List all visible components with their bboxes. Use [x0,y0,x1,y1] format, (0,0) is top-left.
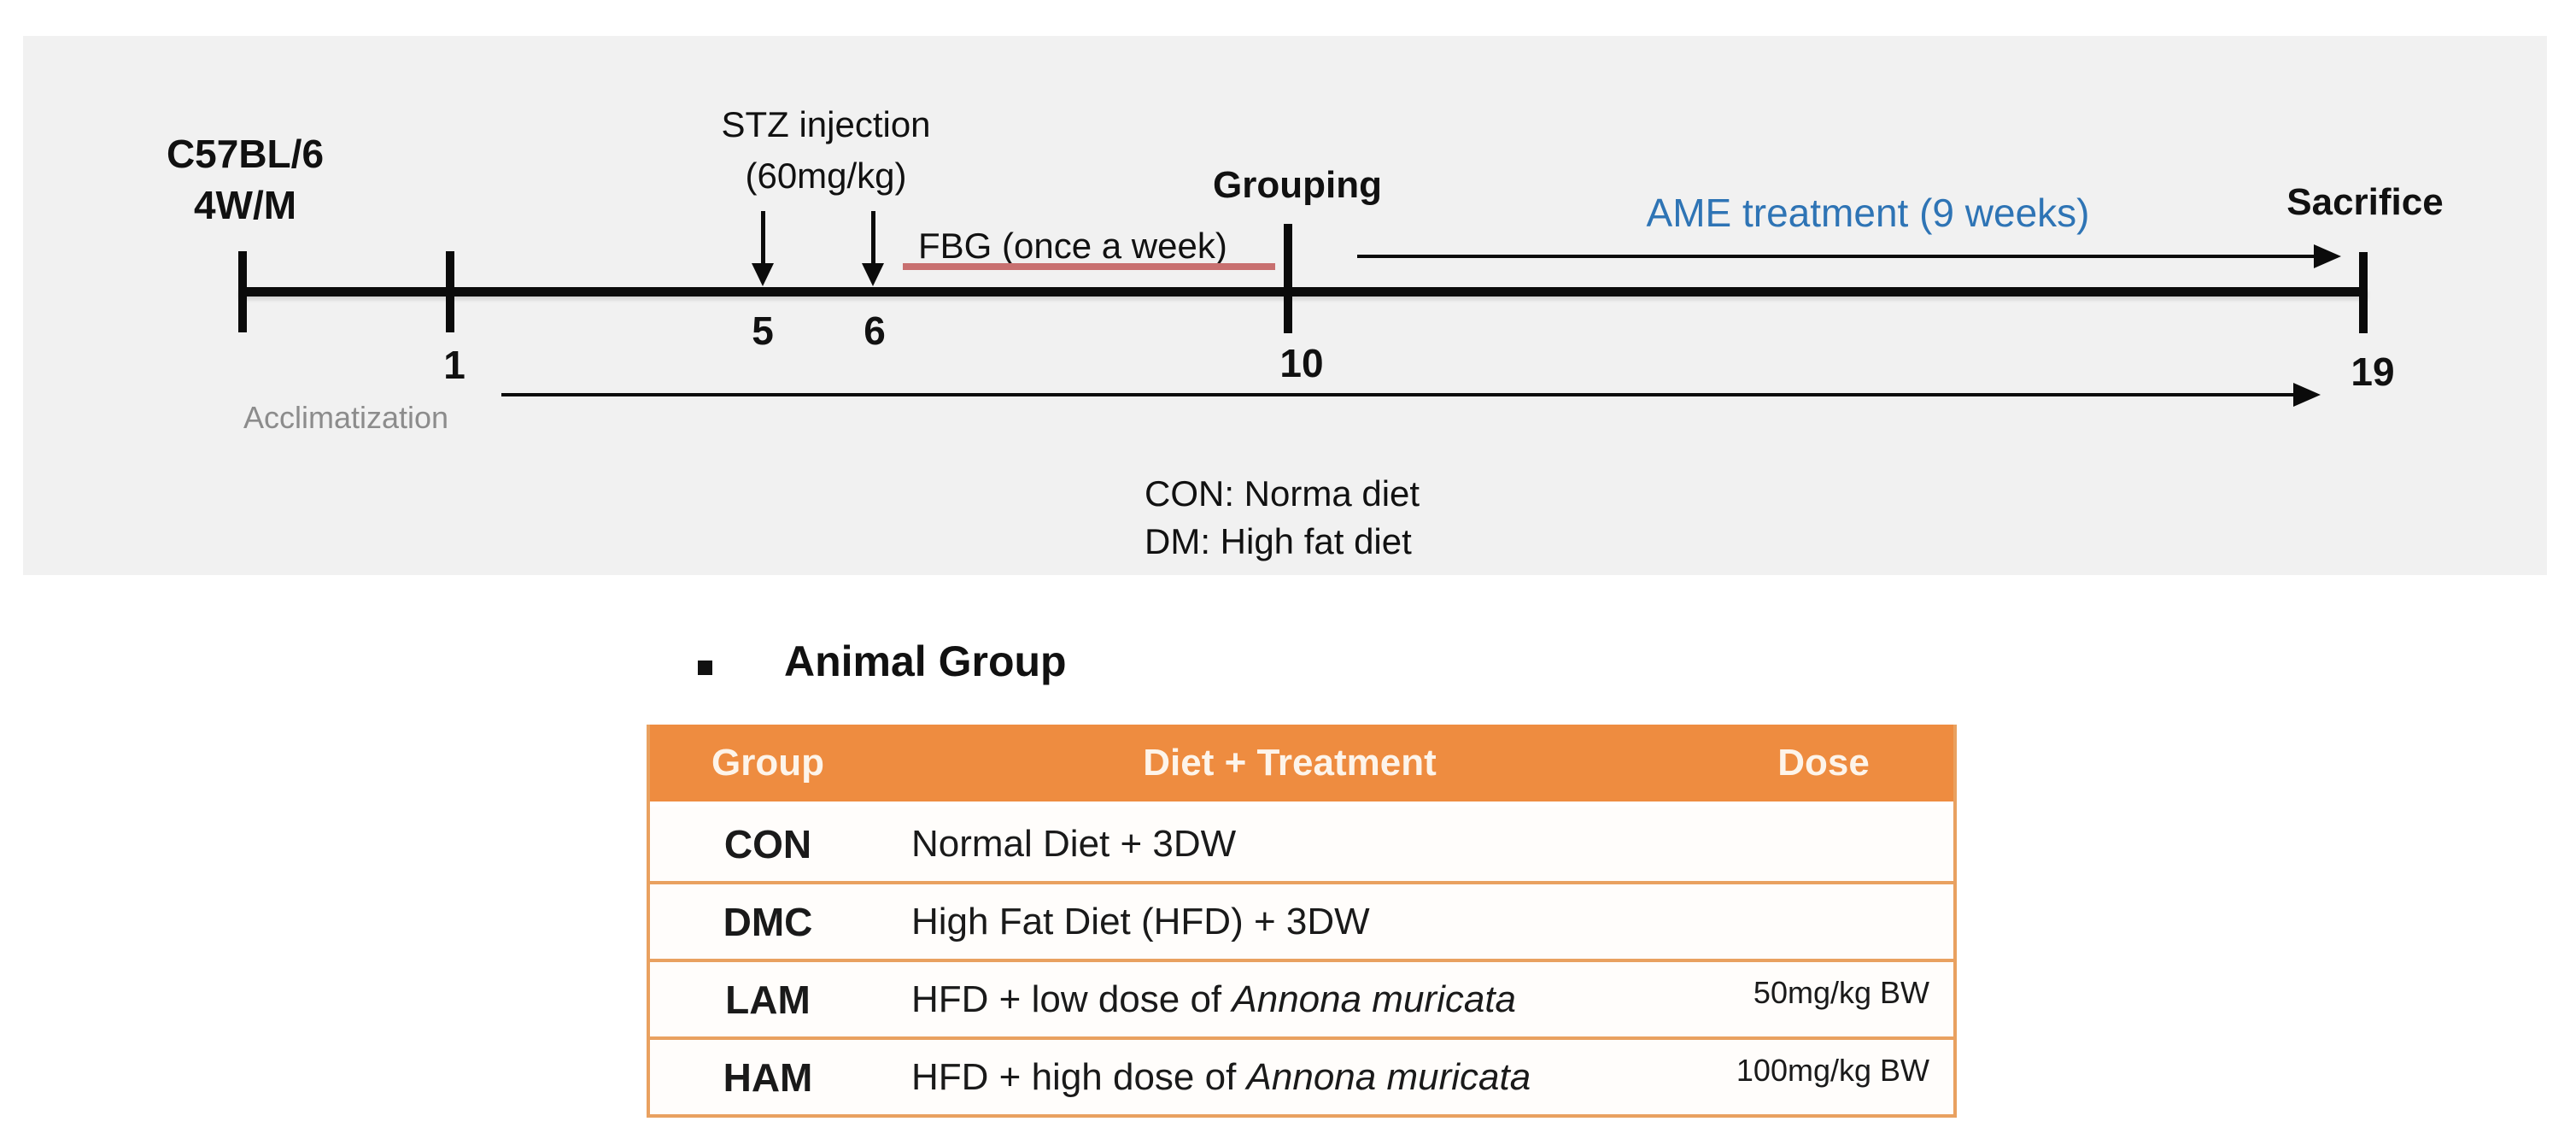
stz-arrow-week5 [761,211,765,264]
diet-text: HFD + high dose of [911,1055,1247,1098]
fbg-label: FBG (once a week) [918,226,1227,266]
header-diet-treatment: Diet + Treatment [1143,742,1437,784]
diet-text: Normal Diet + 3DW [911,822,1237,865]
week-label-19: 19 [2351,349,2395,394]
timeline-bar [239,287,2368,297]
subject-label: C57BL/6 4W/M [126,128,365,231]
diet-text: High Fat Diet (HFD) + 3DW [911,900,1370,942]
week-label-1: 1 [443,343,465,387]
ame-treatment-arrowhead-icon [2314,244,2341,268]
diet-text: HFD + low dose of [911,978,1232,1020]
diet-legend-con: CON: Norma diet [1145,473,1420,514]
bullet-icon [698,661,712,675]
diet-species-italic: Annona muricata [1232,978,1517,1020]
sacrifice-label: Sacrifice [2286,181,2444,223]
table-row-con: CON Normal Diet + 3DW [650,807,1953,884]
acclimatization-label: Acclimatization [243,400,449,435]
cell-group: HAM [723,1054,813,1100]
table-row-ham: HAM HFD + high dose of Annona muricata 1… [650,1040,1953,1118]
diet-species-italic: Annona muricata [1246,1055,1531,1098]
stz-injection-label: STZ injection (60mg/kg) [655,99,997,202]
stz-arrowhead-week6-icon [862,263,884,286]
cell-dose: 100mg/kg BW [1736,1052,1929,1088]
timeline-tick-week1 [446,251,454,332]
fbg-underline [903,263,1275,270]
study-duration-arrow [501,393,2295,396]
animal-group-title: Animal Group [784,637,1067,685]
table-row-lam: LAM HFD + low dose of Annona muricata 50… [650,962,1953,1040]
study-duration-arrowhead-icon [2293,383,2321,407]
stz-arrow-week6 [871,211,875,264]
table-header-row: Group Diet + Treatment Dose [650,725,1953,802]
ame-treatment-arrow [1357,255,2315,258]
stz-injection-line1: STZ injection [721,104,931,144]
animal-group-table: Group Diet + Treatment Dose CON Normal D… [647,725,1957,1118]
timeline-panel: C57BL/6 4W/M STZ injection (60mg/kg) FBG… [23,36,2547,575]
cell-diet: High Fat Diet (HFD) + 3DW [886,901,1694,943]
ame-treatment-label: AME treatment (9 weeks) [1646,191,2090,235]
cell-group: DMC [723,899,813,944]
week-label-10: 10 [1279,341,1324,385]
header-dose: Dose [1777,742,1870,784]
cell-diet: HFD + high dose of Annona muricata [886,1056,1694,1099]
cell-diet: Normal Diet + 3DW [886,823,1694,866]
subject-strain: C57BL/6 [166,132,325,176]
cell-group: CON [723,821,812,866]
timeline-tick-start [238,251,247,332]
diet-legend: CON: Norma diet DM: High fat diet [1145,470,1420,566]
week-label-5: 5 [752,308,774,353]
diet-legend-dm: DM: High fat diet [1145,521,1412,561]
stz-arrowhead-week5-icon [752,263,774,286]
cell-diet: HFD + low dose of Annona muricata [886,978,1694,1021]
table-row-dmc: DMC High Fat Diet (HFD) + 3DW [650,884,1953,962]
timeline-tick-week10 [1284,224,1292,333]
timeline-tick-week19 [2359,252,2368,333]
cell-dose: 50mg/kg BW [1753,974,1929,1010]
subject-age-sex: 4W/M [193,183,297,227]
grouping-label: Grouping [1213,164,1382,206]
header-group: Group [711,742,824,784]
cell-group: LAM [725,977,811,1022]
table-header-gap [650,802,1953,807]
week-label-6: 6 [864,308,886,353]
stz-injection-dose: (60mg/kg) [745,156,907,196]
